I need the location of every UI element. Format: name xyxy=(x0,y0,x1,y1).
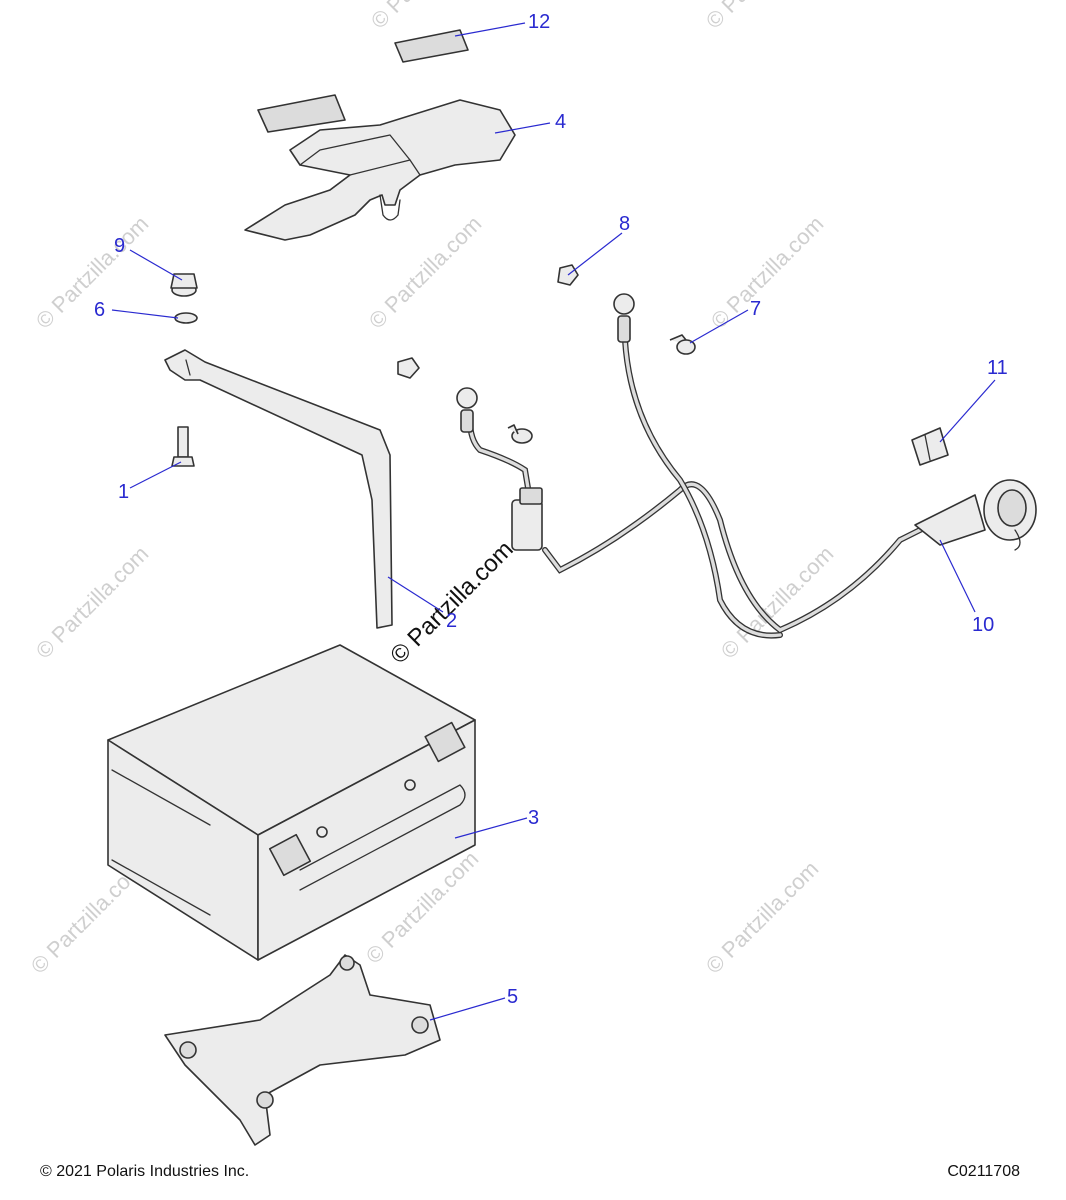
callout-11: 11 xyxy=(987,357,1008,379)
part-1-bolt xyxy=(171,426,195,467)
callout-1: 1 xyxy=(118,481,129,503)
diagram-code: C0211708 xyxy=(947,1163,1020,1180)
callout-3: 3 xyxy=(528,807,539,829)
watermark: © Partzilla.com xyxy=(701,0,824,34)
part-5-tray xyxy=(164,954,441,1146)
copyright-text: © 2021 Polaris Industries Inc. xyxy=(40,1163,249,1180)
watermark: © Partzilla.com xyxy=(706,211,829,334)
callout-6: 6 xyxy=(94,299,105,321)
callout-12: 12 xyxy=(528,11,550,33)
fuse-holder xyxy=(511,499,543,551)
callout-2: 2 xyxy=(446,610,457,632)
callout-7: 7 xyxy=(750,298,761,320)
callout-8: 8 xyxy=(619,213,630,235)
watermark: © Partzilla.com xyxy=(366,0,489,34)
part-12-pads xyxy=(257,29,469,133)
callout-4: 4 xyxy=(555,111,566,133)
watermark: © Partzilla.com xyxy=(31,541,154,664)
part-9-nut xyxy=(170,273,198,297)
callout-labels: 12 4 9 6 8 7 11 1 2 10 3 5 xyxy=(94,11,1008,1008)
part-7-screw xyxy=(669,334,696,355)
callout-5: 5 xyxy=(507,986,518,1008)
part-11-clip xyxy=(911,427,949,466)
callout-9: 9 xyxy=(114,235,125,257)
watermark: © Partzilla.com xyxy=(364,211,487,334)
battery-nut xyxy=(397,357,420,379)
part-3-battery xyxy=(107,644,476,961)
part-6-washer xyxy=(174,312,198,324)
part-10-outlet xyxy=(914,479,1037,551)
part-4-cover xyxy=(244,99,516,241)
part-2-strap xyxy=(164,349,393,629)
callout-10: 10 xyxy=(972,614,994,636)
wiring-harness xyxy=(456,293,943,639)
callout-leaders xyxy=(111,22,996,1021)
ring-terminal xyxy=(456,387,478,409)
ring-terminal xyxy=(613,293,635,315)
watermark: © Partzilla.com xyxy=(701,856,824,979)
watermark-center: © Partzilla.com xyxy=(385,536,518,669)
watermark: © Partzilla.com xyxy=(31,211,154,334)
